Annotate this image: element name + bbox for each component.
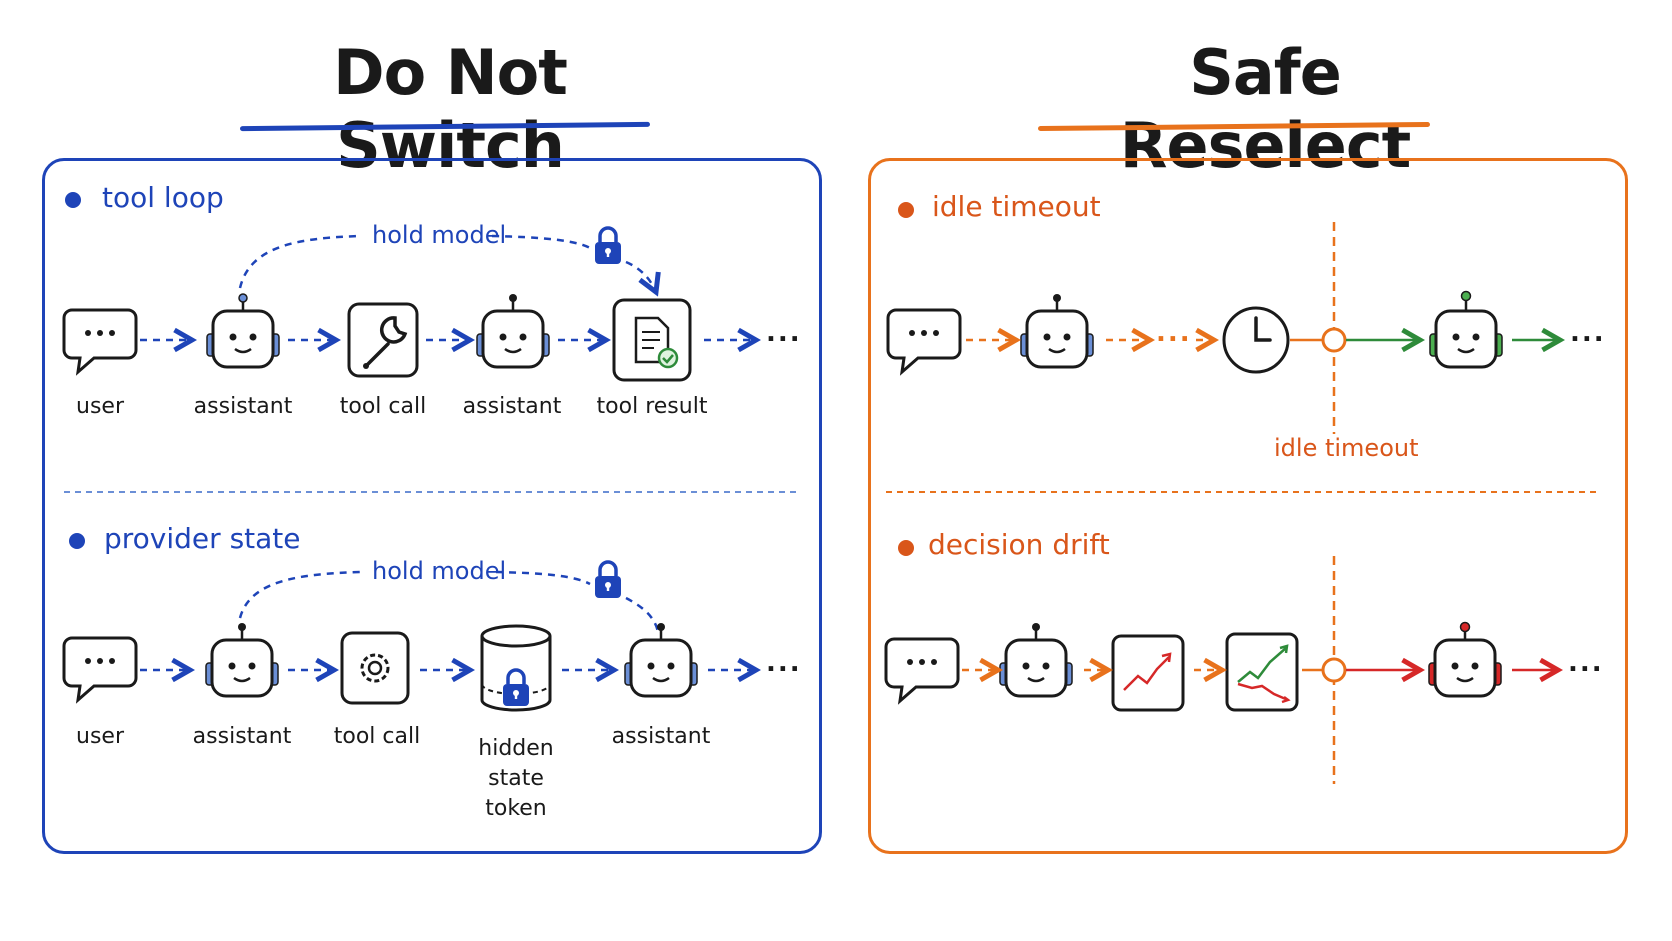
- node-label-user: user: [76, 724, 124, 749]
- safe-reselect-panel: [868, 158, 1628, 854]
- cut-point-marker: [1321, 327, 1347, 353]
- do-not-switch-panel: [42, 158, 822, 854]
- node-label-tool-call: tool call: [339, 394, 427, 419]
- idle-timeout-bullet: [898, 202, 914, 218]
- diverging-trend-chart-icon: [1225, 632, 1299, 712]
- new-assistant-robot-icon: [1429, 290, 1503, 369]
- cut-point-marker: [1321, 657, 1347, 683]
- node-label-tool-call: tool call: [333, 724, 421, 749]
- assistant-robot-icon: [476, 294, 550, 369]
- user-chat-icon: [884, 637, 960, 703]
- assistant-robot-icon: [1020, 294, 1094, 369]
- node-label-assistant: assistant: [611, 724, 711, 749]
- new-assistant-robot-icon: [1428, 621, 1502, 698]
- idle-wait-dots: ...: [1156, 318, 1192, 348]
- continuation-dots: ...: [1570, 318, 1606, 348]
- node-label-assistant: assistant: [192, 724, 292, 749]
- provider-state-heading: provider state: [104, 522, 301, 555]
- hold-model-label: hold model: [372, 221, 507, 249]
- continuation-dots: ...: [766, 648, 802, 678]
- provider-state-bullet: [69, 533, 85, 549]
- idle-timeout-cut-label: idle timeout: [1274, 434, 1419, 462]
- assistant-robot-icon: [206, 293, 280, 369]
- continuation-dots: ...: [1568, 648, 1604, 678]
- lock-icon: [593, 560, 623, 600]
- decision-drift-bullet: [898, 540, 914, 556]
- continuation-dots: ...: [766, 318, 802, 348]
- user-chat-icon: [62, 308, 138, 374]
- assistant-robot-icon: [624, 623, 698, 698]
- decision-drift-heading: decision drift: [928, 528, 1110, 561]
- gear-icon: [340, 631, 410, 705]
- user-chat-icon: [62, 636, 138, 702]
- idle-timeout-heading: idle timeout: [932, 190, 1101, 223]
- user-chat-icon: [886, 308, 962, 374]
- node-label-tool-result: tool result: [596, 394, 708, 419]
- node-label-assistant: assistant: [462, 394, 562, 419]
- hold-arc-left-1: [238, 234, 361, 289]
- node-label-user: user: [76, 394, 124, 419]
- lock-icon: [593, 226, 623, 266]
- node-label-hidden-state-token: hidden state token: [478, 736, 554, 821]
- node-label-assistant: assistant: [193, 394, 293, 419]
- title-do-not-switch: Do Not Switch: [333, 36, 568, 182]
- hold-model-label: hold model: [372, 557, 507, 585]
- hold-arc-left-2: [238, 570, 361, 619]
- assistant-robot-icon: [205, 623, 279, 698]
- clock-icon: [1222, 306, 1290, 374]
- assistant-robot-icon: [999, 623, 1073, 698]
- tool-loop-bullet: [65, 192, 81, 208]
- wrench-icon: [347, 302, 419, 378]
- document-check-icon: [612, 298, 692, 382]
- tool-loop-heading: tool loop: [102, 181, 224, 214]
- database-lock-icon: [480, 624, 552, 712]
- title-safe-reselect: Safe Reselect: [1119, 36, 1411, 182]
- trend-up-chart-icon: [1111, 634, 1185, 712]
